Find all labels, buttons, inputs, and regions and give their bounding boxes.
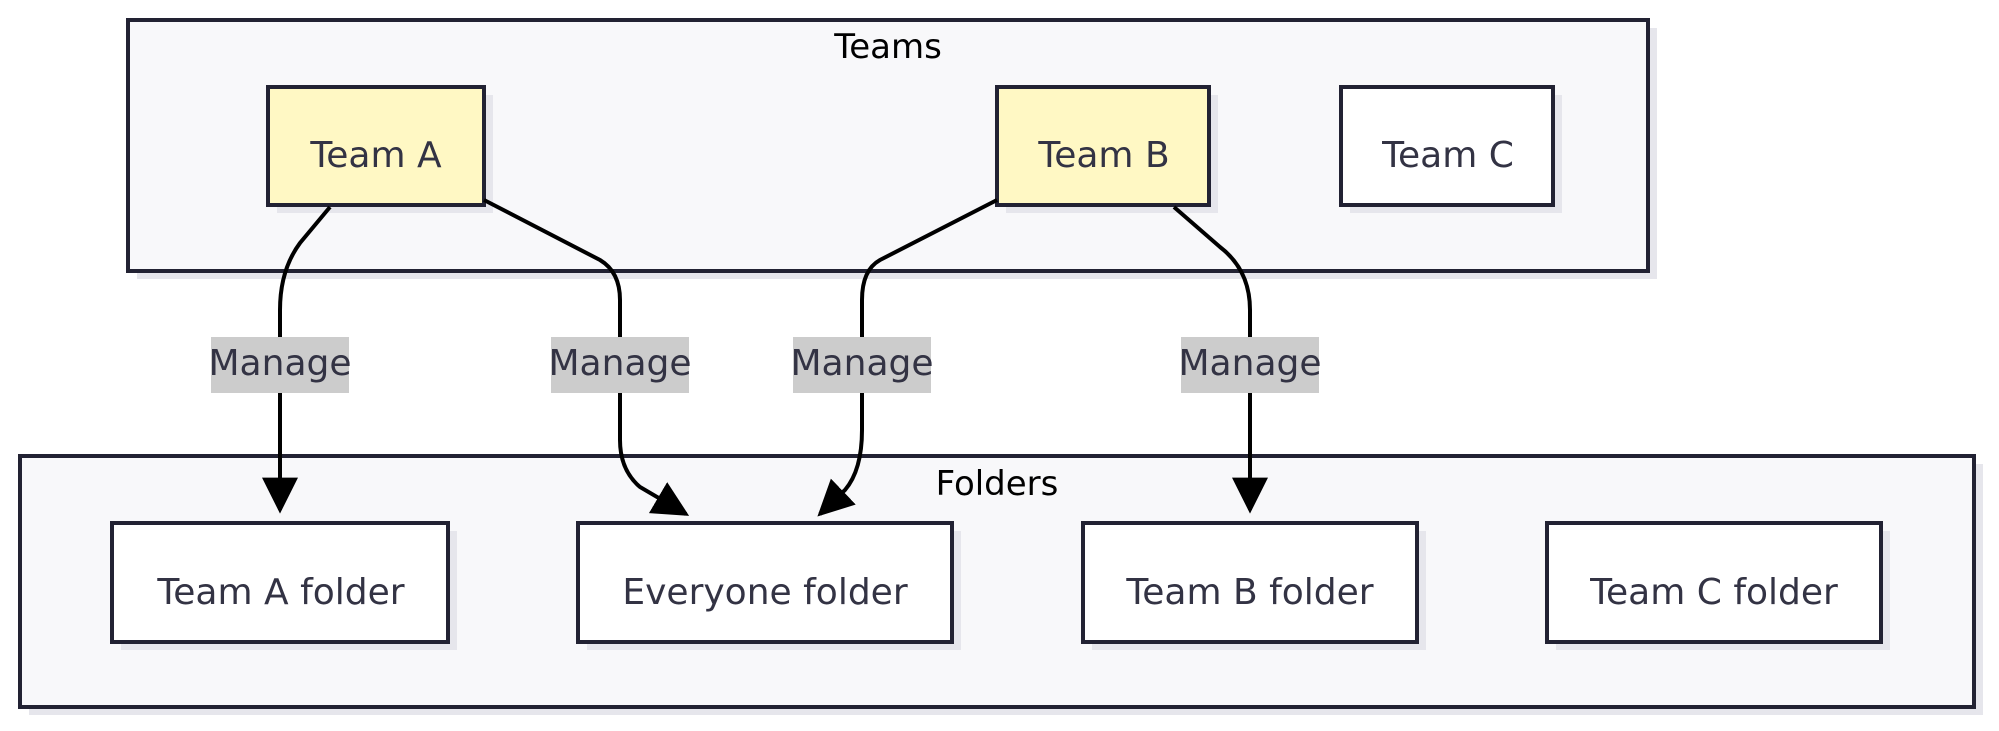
edge-label-1: Manage [209,337,352,393]
edge-label-2: Manage [549,337,692,393]
node-label: Team A [309,135,442,176]
node-team-a-folder[interactable]: Team A folder [110,521,457,650]
edge-team-a-to-team-a-folder [262,205,332,514]
node-label: Team B folder [1125,572,1373,613]
node-everyone-folder[interactable]: Everyone folder [576,521,961,650]
node-label: Team C [1381,135,1514,176]
node-team-b-folder[interactable]: Team B folder [1081,521,1426,650]
edge-label-text: Manage [1179,343,1322,384]
edge-team-b-to-everyone-folder [817,198,998,517]
cluster-title-teams: Teams [833,27,942,67]
node-team-c[interactable]: Team C [1339,85,1562,213]
cluster-title-folders: Folders [936,464,1059,504]
node-label: Team C folder [1589,572,1838,613]
node-label: Team A folder [156,572,404,613]
edge-label-text: Manage [549,343,692,384]
node-label: Team B [1037,135,1169,176]
edge-label-3: Manage [791,337,934,393]
edge-label-text: Manage [209,343,352,384]
node-team-b[interactable]: Team B [995,85,1218,213]
edge-label-4: Manage [1179,337,1322,393]
edge-team-b-to-team-b-folder [1172,205,1268,514]
node-team-a[interactable]: Team A [266,85,493,213]
node-label: Everyone folder [622,572,907,613]
node-team-c-folder[interactable]: Team C folder [1545,521,1890,650]
edge-label-text: Manage [791,343,934,384]
